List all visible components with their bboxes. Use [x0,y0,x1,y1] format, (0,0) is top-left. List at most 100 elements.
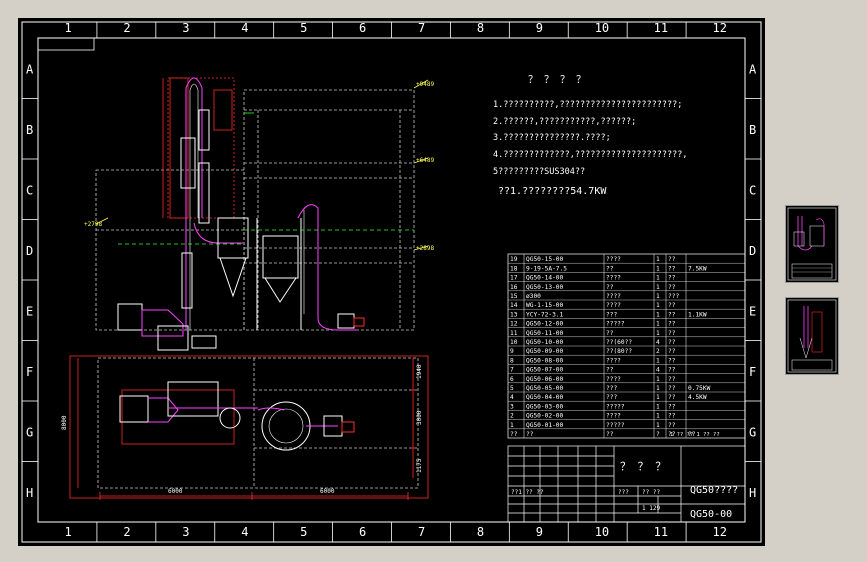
bom-cell: 1 [656,422,660,429]
zone-column-label: 1 [64,21,71,35]
bom-cell: 6 [510,376,514,383]
bom-cell: QG50-15-00 [526,256,564,263]
zone-column-label: 6 [359,21,366,35]
zone-row-label: G [26,425,33,439]
bom-cell: 1 [656,311,660,318]
note-line: 3.???????????????.????; [493,133,611,143]
zone-row-label: B [26,123,33,137]
note-line: 2.??????,???????????,??????; [493,117,636,127]
bom-cell: 1.1KW [688,311,707,318]
dimension-value: 3000 [416,410,423,425]
bom-cell: 1 [656,256,660,263]
bom-cell: ?? [668,422,676,429]
note-line: 5?????????SUS304?? [493,167,585,177]
title-block [507,445,746,523]
bom-cell: 2 [656,348,660,355]
bom-cell: ????? [606,422,625,429]
corner-box [37,37,95,51]
zone-row-label: B [749,123,756,137]
zone-column-label: 10 [595,525,609,539]
bom-cell: ??? [606,394,617,401]
zone-row-label: D [26,244,33,258]
bom-cell: ?? [668,284,676,291]
elevation-labels: +9489 +6489 +2798 +2898 [84,81,434,252]
bom-cell: 7.5KW [688,265,707,272]
zone-column-label: 4 [241,525,248,539]
bom-cell: 1 [656,413,660,420]
sheet-thumbnail-2[interactable] [785,297,839,375]
bom-cell: 1 [656,275,660,282]
dimension-text: 8000 6000 6000 1940 3000 1175 [61,364,423,495]
bom-cell: 4 [510,394,514,401]
dimension-value: 6000 [168,488,183,495]
thumbnail-preview [787,299,837,373]
note-line: 4.?????????????,?????????????????????, [493,150,687,160]
zone-row-label: E [26,304,33,318]
bom-header-extra: 1 ?? ?? 1 ?? ?? [670,432,720,438]
bom-cell: ?? [668,256,676,263]
bom-cell: ?? [668,367,676,374]
zone-row-label: D [749,244,756,258]
notes-title: ？ ？ ？ ？ [528,75,586,86]
bom-cell: ?? [668,339,676,346]
bom-cell: ???? [606,357,621,364]
bom-cell: 18 [510,265,518,272]
bom-cell: 1 [656,293,660,300]
bom-cell: QG50-10-00 [526,339,564,346]
bom-cell: 15 [510,293,518,300]
bom-cell: 9 [510,348,514,355]
bom-cell: 3 [510,403,514,410]
bom-cell: QG50-01-00 [526,422,564,429]
bom-cell: ?? [606,265,614,272]
bom-cell: 2 [510,413,514,420]
bom-cell: 16 [510,284,518,291]
bom-cell: ??(80?? [606,348,632,355]
bom-header-cell: ?? [688,431,696,438]
bom-cell: ?? [668,394,676,401]
bom-cell: QG50-05-00 [526,385,564,392]
bom-cell: QG50-08-00 [526,357,564,364]
bom-cell: 5 [510,385,514,392]
thumbnail-preview [787,207,837,281]
zone-row-label: A [749,62,757,76]
sheet-thumbnail-1[interactable] [785,205,839,283]
bom-cell: 13 [510,311,518,318]
zone-row-label: G [749,425,756,439]
inner-frame [37,37,746,523]
title-block-heading: ？ ？ ？ [620,460,666,473]
zone-row-label: C [26,183,33,197]
zone-column-label: 10 [595,21,609,35]
dimension-value: 8000 [61,415,68,430]
elevation-label: +2898 [416,245,434,252]
zone-column-label: 2 [123,21,130,35]
bom-cell: ?? [668,385,676,392]
bom-cell: QG50-04-00 [526,394,564,401]
bom-cell: ????? [606,321,625,328]
bom-cell: ???? [606,376,621,383]
bom-cell: 4 [656,367,660,374]
bom-cell: ???? [606,302,621,309]
bom-cell: 11 [510,330,518,337]
elevation-label: +9489 [416,81,434,88]
zone-column-label: 6 [359,525,366,539]
bom-cell: 14 [510,302,518,309]
zone-column-label: 12 [713,525,727,539]
zone-column-label: 9 [536,525,543,539]
bom-cell: ?? [606,367,614,374]
bom-cell: ?? [668,357,676,364]
bom-cell: ?? [668,413,676,420]
zone-column-label: 3 [182,525,189,539]
bom-cell: ???? [606,413,621,420]
bom-header-cell: ?? [510,431,518,438]
bom-cell: WG-1-15-00 [526,302,564,309]
bom-cell: ???? [606,275,621,282]
note-line: 1.??????????,???????????????????????; [493,100,682,110]
bom-cell: ???? [606,256,621,263]
bom-header-cell: ?? [606,431,614,438]
bom-cell: QG50-12-00 [526,321,564,328]
bom-cell: 1 [656,321,660,328]
